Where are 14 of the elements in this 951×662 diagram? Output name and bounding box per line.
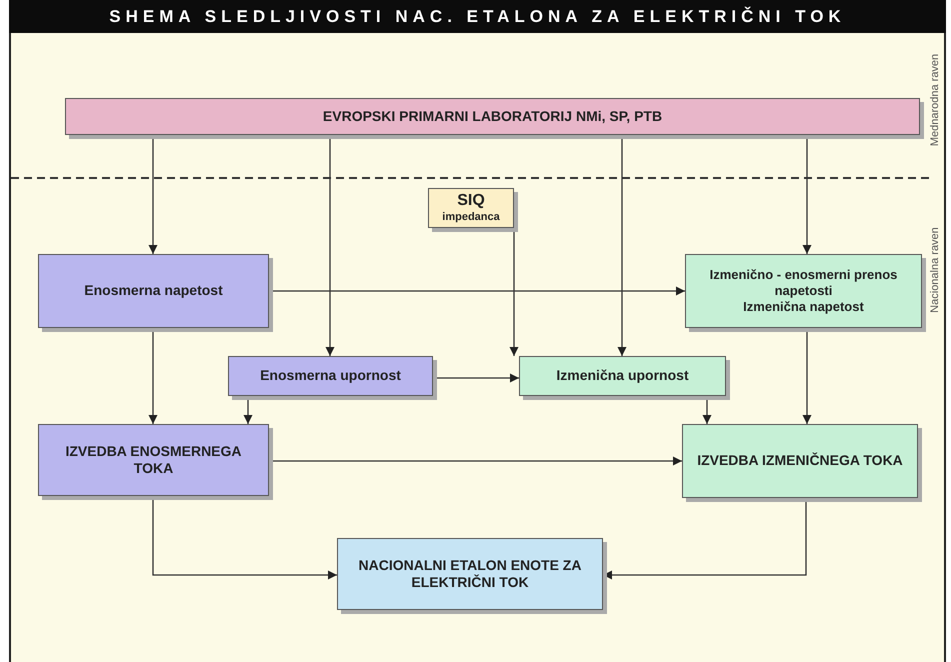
node-label: IZVEDBA ENOSMERNEGA TOKA bbox=[64, 442, 243, 478]
level-label: Nacionalna raven bbox=[928, 227, 941, 313]
node-label: Izmenično - enosmerni prenos napetosti bbox=[708, 266, 898, 300]
node-label: NACIONALNI ETALON ENOTE ZA ELEKTRIČNI TOK bbox=[358, 556, 582, 592]
node-sublabel: Izmenična napetost bbox=[743, 299, 864, 316]
node-label: Izmenična upornost bbox=[556, 367, 689, 385]
node-sublabel: impedanca bbox=[442, 211, 500, 225]
node-label: Enosmerna upornost bbox=[260, 367, 401, 385]
node-label: Enosmerna napetost bbox=[84, 282, 223, 300]
diagram-title: SHEMA SLEDLJIVOSTI NAC. ETALONA ZA ELEKTRIČNI TOK bbox=[9, 0, 946, 33]
level-label: Mednarodna raven bbox=[929, 54, 942, 146]
node-label: SIQ bbox=[457, 191, 485, 212]
node-label: EVROPSKI PRIMARNI LABORATORIJ NMi, SP, PTB bbox=[322, 108, 662, 126]
node-label: IZVEDBA IZMENIČNEGA TOKA bbox=[697, 452, 903, 470]
